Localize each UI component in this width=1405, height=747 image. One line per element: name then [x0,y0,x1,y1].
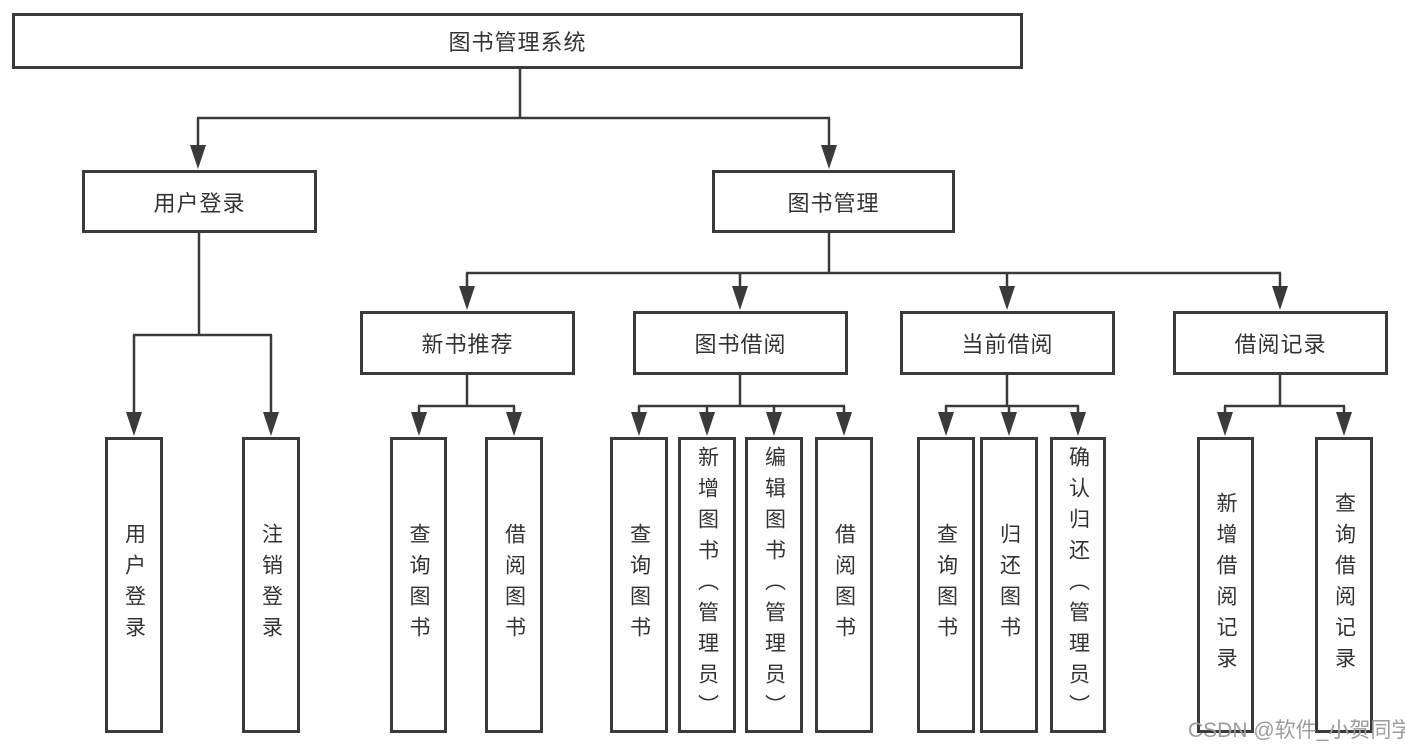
node-label: 查询图书 [407,523,430,647]
node-label: 查询借阅记录 [1332,492,1356,678]
node-current-borrowing: 当前借阅 [900,311,1115,375]
node-label: 图书借阅 [694,332,787,357]
node-label: 编辑图书（管理员） [762,445,786,725]
node-label: 归还图书 [997,523,1021,647]
node-label: 查询图书 [934,523,958,647]
node-label: 当前借阅 [961,332,1054,357]
node-label: 借阅图书 [502,523,526,647]
node-label: 借阅记录 [1234,332,1327,357]
leaf-query-books-recommendation: 查询图书 [390,437,447,733]
node-library-management-system: 图书管理系统 [12,13,1023,69]
leaf-add-books-admin: 新增图书（管理员） [678,437,736,733]
leaf-user-login: 用户登录 [105,437,163,733]
node-label: 用户登录 [153,190,246,216]
node-label: 新增借阅记录 [1214,492,1237,678]
node-label: 图书管理 [787,190,880,216]
node-user-login: 用户登录 [82,170,317,233]
node-label: 新增图书（管理员） [695,445,719,725]
node-new-book-recommendation: 新书推荐 [360,311,575,375]
watermark: CSDN @软件_小贺同学 [1188,719,1405,742]
node-label: 新书推荐 [421,332,514,357]
leaf-borrow-books-recommendation: 借阅图书 [485,437,543,733]
node-label: 图书管理系统 [448,30,587,55]
node-book-borrowing: 图书借阅 [633,311,848,375]
node-book-management: 图书管理 [712,170,955,233]
leaf-query-books-current: 查询图书 [917,437,975,733]
leaf-borrow-books: 借阅图书 [815,437,873,733]
leaf-add-borrowing-record: 新增借阅记录 [1197,437,1254,733]
node-label: 借阅图书 [832,523,856,647]
leaf-query-borrowing-record: 查询借阅记录 [1315,437,1373,733]
leaf-query-books-borrowing: 查询图书 [610,437,668,733]
node-borrowing-records: 借阅记录 [1173,311,1388,375]
node-label: 确认归还（管理员） [1066,445,1090,725]
leaf-logout: 注销登录 [242,437,300,733]
leaf-confirm-return-admin: 确认归还（管理员） [1050,437,1106,733]
node-label: 查询图书 [627,523,651,647]
node-label: 注销登录 [259,523,283,647]
leaf-edit-books-admin: 编辑图书（管理员） [745,437,803,733]
arrowhead-icons [126,145,1352,436]
leaf-return-books: 归还图书 [980,437,1038,733]
node-label: 用户登录 [122,523,146,647]
